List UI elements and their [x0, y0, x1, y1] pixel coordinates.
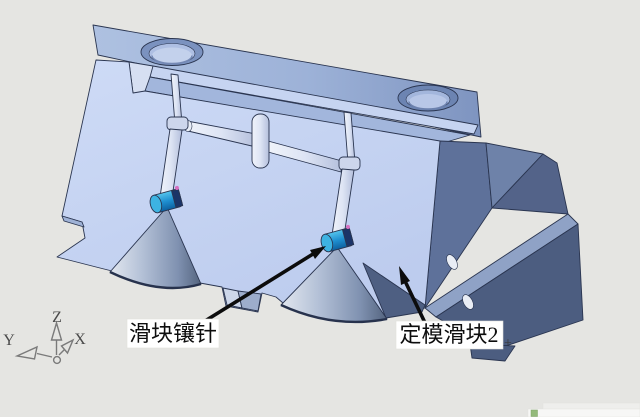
pin-collar-left[interactable]: [147, 185, 184, 215]
axis-x-arrowhead: [60, 338, 75, 355]
axis-origin: [52, 355, 62, 365]
axis-z-label: Z: [52, 309, 62, 326]
axis-y-arrowhead: [14, 345, 38, 360]
pin-clevis-left: [166, 116, 189, 131]
pin-collar-right[interactable]: [318, 224, 355, 254]
mold-block-model[interactable]: [56, 24, 584, 362]
callout-text-fixed-slider: 定模滑块2: [399, 322, 498, 347]
callout-arrow-pin-shaft: [204, 252, 314, 323]
callout-arrow-slider-head: [399, 266, 410, 285]
mounting-hole-left[interactable]: [140, 38, 204, 66]
gate-cone-right[interactable]: [280, 246, 388, 324]
side-pin-hole-lower: [462, 294, 474, 310]
insert-pin-left[interactable]: [159, 73, 189, 199]
runner-system[interactable]: [183, 113, 343, 173]
callout-arrow-pin-head: [310, 246, 326, 259]
axis-triad: [14, 320, 75, 365]
tooltip-sliver: [527, 402, 640, 417]
sprue-puller: [251, 113, 270, 169]
pin-clevis-right: [338, 156, 361, 171]
callout-label-slider-pin: 滑块镶针: [126, 318, 220, 349]
tooltip-green-icon: [530, 409, 538, 417]
axis-y-shaft: [36, 352, 53, 358]
angled-lock-face[interactable]: [362, 262, 426, 319]
axis-y-label: Y: [3, 332, 15, 349]
side-pin-hole-upper: [446, 254, 458, 270]
axis-z-arrowhead: [50, 320, 63, 341]
pocket-shelf-floor[interactable]: [149, 65, 479, 135]
mouse-cursor-cross: +: [504, 336, 512, 351]
gate-cone-left[interactable]: [109, 206, 202, 290]
callout-text-slider-pin: 滑块镶针: [129, 321, 217, 346]
axis-x-label: X: [74, 331, 86, 348]
axis-x-shaft: [58, 348, 66, 356]
mounting-hole-right[interactable]: [397, 84, 459, 112]
insert-pin-right[interactable]: [331, 111, 361, 237]
left-step-bevel: [61, 215, 85, 228]
callout-label-fixed-slider: 定模滑块2: [395, 320, 504, 350]
